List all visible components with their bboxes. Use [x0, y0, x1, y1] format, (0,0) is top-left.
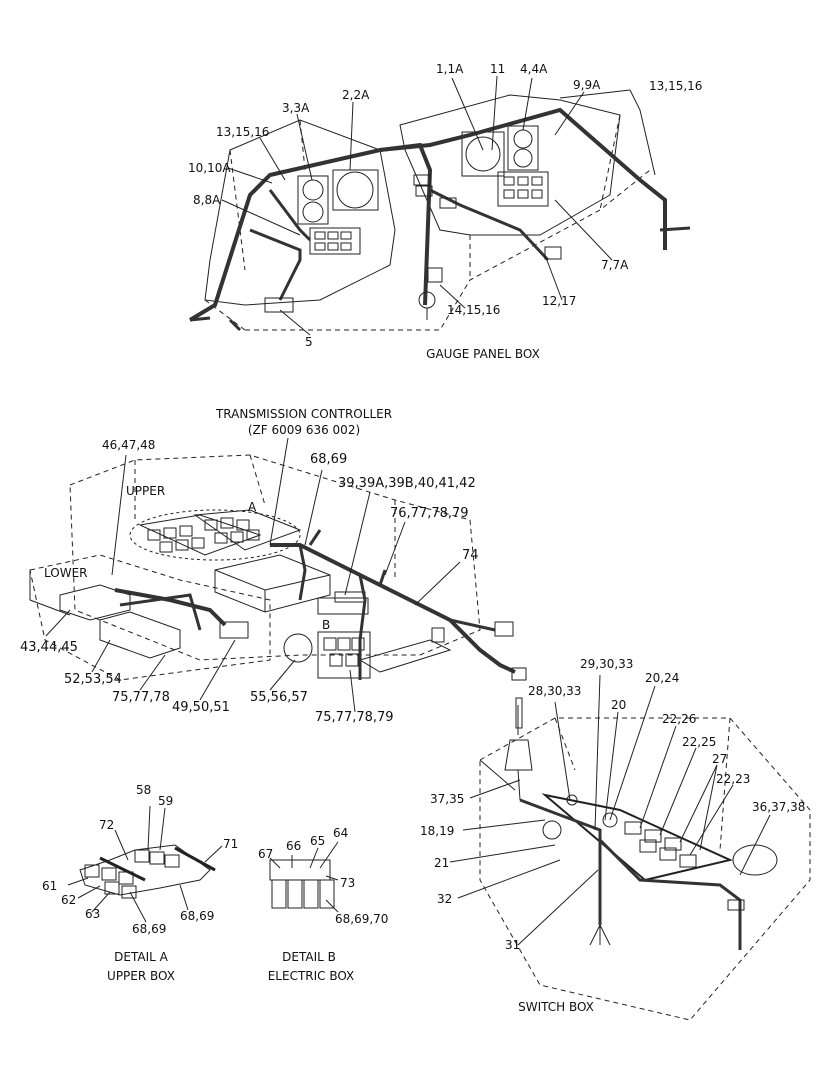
callout-46-47-48: 46,47,48 — [102, 438, 156, 452]
callout-13-15-16-right: 13,15,16 — [649, 79, 703, 93]
transmission-controller-drawing — [29, 437, 527, 713]
transmission-controller-part-number: (ZF 6009 636 002) — [247, 423, 361, 437]
detail-b-caption-line1: DETAIL B — [282, 950, 336, 964]
callout-7-7a: 7,7A — [601, 258, 629, 272]
callout-43-44-45: 43,44,45 — [20, 640, 78, 655]
callout-68-69-70: 68,69,70 — [335, 912, 389, 926]
callout-12-17: 12,17 — [542, 294, 577, 308]
switch-box-caption: SWITCH BOX — [518, 1000, 594, 1014]
callout-67: 67 — [258, 847, 274, 861]
callout-59: 59 — [158, 794, 174, 808]
switch-box-drawing — [449, 674, 811, 1021]
callout-10-10a: 10,10A — [188, 161, 231, 175]
callout-4-4a: 4,4A — [520, 62, 548, 76]
callout-61: 61 — [42, 879, 58, 893]
callout-11: 11 — [490, 62, 506, 76]
callout-32: 32 — [437, 892, 453, 906]
detail-a-caption-line2: UPPER BOX — [107, 969, 175, 983]
callout-14-15-16: 14,15,16 — [447, 303, 501, 317]
detail-a-drawing — [67, 805, 223, 923]
label-lower: LOWER — [44, 566, 88, 580]
callout-76-77-78-79: 76,77,78,79 — [390, 506, 469, 521]
callout-74: 74 — [462, 548, 479, 563]
callout-22-26: 22,26 — [662, 712, 697, 726]
marker-b: B — [322, 618, 331, 632]
callout-20-24: 20,24 — [645, 671, 680, 685]
callout-3-3a: 3,3A — [282, 101, 310, 115]
gauge-panel-box-drawing — [188, 75, 691, 336]
label-upper: UPPER — [126, 484, 166, 498]
detail-b-caption-line2: ELECTRIC BOX — [267, 969, 355, 983]
callout-73: 73 — [340, 876, 356, 890]
callout-58: 58 — [136, 783, 152, 797]
callout-22-23: 22,23 — [716, 772, 751, 786]
callout-27: 27 — [712, 752, 728, 766]
callout-13-15-16-left: 13,15,16 — [216, 125, 270, 139]
callout-75-77-78: 75,77,78 — [112, 690, 170, 705]
callout-37-35: 37,35 — [430, 792, 465, 806]
callout-52-53-54: 52,53,54 — [64, 672, 122, 687]
callout-65: 65 — [310, 834, 326, 848]
detail-a-caption-line1: DETAIL A — [114, 950, 168, 964]
gauge-panel-box-caption: GAUGE PANEL BOX — [426, 347, 540, 361]
callout-39-group: 39,39A,39B,40,41,42 — [338, 476, 476, 491]
callout-49-50-51: 49,50,51 — [172, 700, 230, 715]
callout-5: 5 — [305, 335, 313, 349]
callout-20: 20 — [611, 698, 627, 712]
callout-66: 66 — [286, 839, 302, 853]
callout-31: 31 — [505, 938, 521, 952]
callout-18-19: 18,19 — [420, 824, 455, 838]
callout-72: 72 — [99, 818, 115, 832]
callout-55-56-57: 55,56,57 — [250, 690, 308, 705]
callout-64: 64 — [333, 826, 349, 840]
callout-68-69-transmission: 68,69 — [310, 452, 348, 467]
callout-75-77-78-79: 75,77,78,79 — [315, 710, 394, 725]
callout-62: 62 — [61, 893, 77, 907]
callout-36-37-38: 36,37,38 — [752, 800, 806, 814]
callout-71: 71 — [223, 837, 239, 851]
callout-29-30-33: 29,30,33 — [580, 657, 634, 671]
callout-9-9a: 9,9A — [573, 78, 601, 92]
callout-8-8a: 8,8A — [193, 193, 221, 207]
marker-a: A — [248, 500, 257, 514]
callout-63: 63 — [85, 907, 101, 921]
callout-21: 21 — [434, 856, 450, 870]
transmission-controller-title: TRANSMISSION CONTROLLER — [215, 407, 393, 421]
callout-68-69-detail-a-left: 68,69 — [132, 922, 167, 936]
detail-b-drawing — [269, 841, 339, 913]
callout-2-2a: 2,2A — [342, 88, 370, 102]
callout-22-25: 22,25 — [682, 735, 717, 749]
callout-1-1a: 1,1A — [436, 62, 464, 76]
callout-68-69-detail-a-right: 68,69 — [180, 909, 215, 923]
callout-28-30-33: 28,30,33 — [528, 684, 582, 698]
